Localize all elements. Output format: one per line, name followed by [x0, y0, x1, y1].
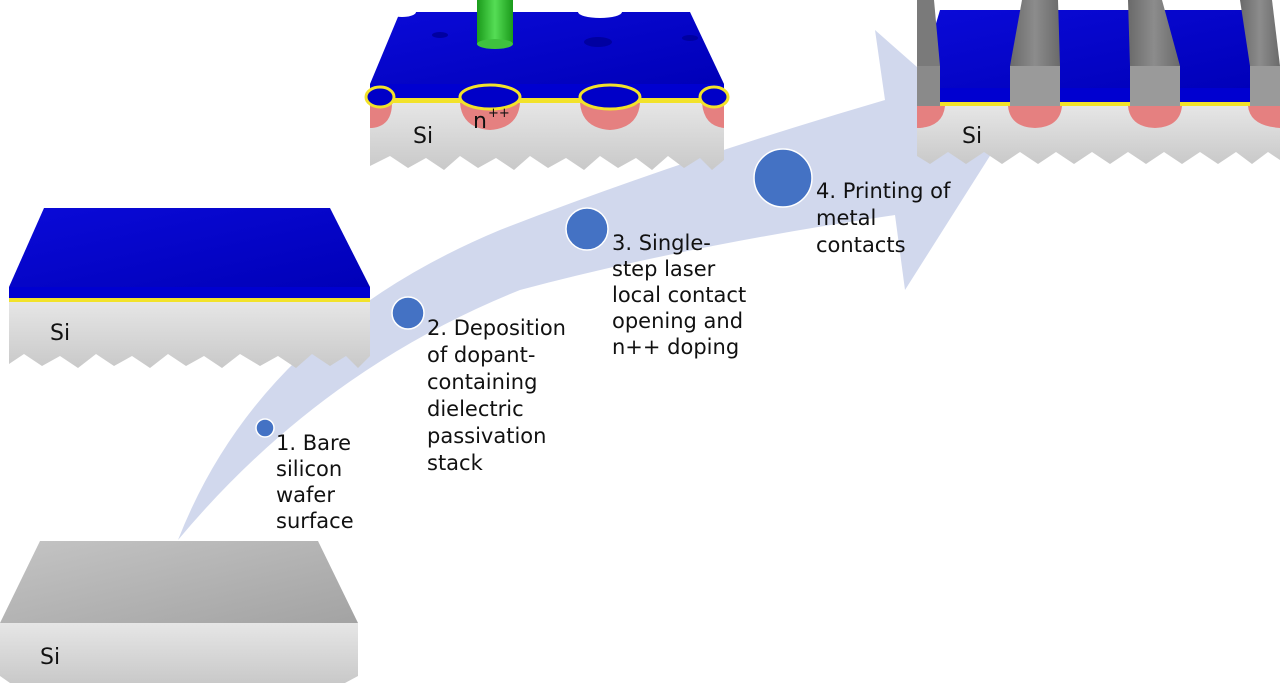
silicon-substrate-side: [917, 106, 1280, 164]
step-3-line: opening and: [612, 309, 743, 333]
opening-mark: [578, 6, 622, 18]
metal-contact: [1010, 0, 1060, 66]
contact-opening: [458, 83, 522, 111]
step-3-marker: [565, 207, 609, 251]
si-label: Si: [962, 124, 982, 149]
metal-contact: [1250, 66, 1280, 106]
metallized-wafer: Si: [917, 0, 1280, 164]
doping-label: n: [473, 109, 487, 134]
step-2-label: 2. Deposition of dopant- containing diel…: [427, 316, 573, 475]
step-4-line: metal: [816, 206, 876, 230]
step-2-marker: [391, 296, 425, 330]
silicon-substrate-side: [370, 103, 724, 170]
step-4-line: 4. Printing of: [816, 179, 951, 203]
dielectric-stack-side: [917, 88, 1280, 102]
step-3-line: local contact: [612, 283, 746, 307]
step-1-line: 1. Bare: [276, 431, 351, 455]
step-3-line: 3. Single-: [612, 231, 711, 255]
dopant-layer: [917, 102, 1280, 106]
doping-superscript: ++: [488, 106, 510, 121]
step-1-label: 1. Bare silicon wafer surface: [276, 431, 358, 533]
metal-contact: [917, 66, 940, 106]
metal-contact: [1240, 0, 1280, 66]
bare-silicon-wafer: Si: [0, 541, 358, 683]
wafer-side: [0, 623, 358, 683]
laser-doped-wafer: Si n ++: [364, 0, 730, 170]
dielectric-stack-side: [370, 84, 724, 98]
metal-contact: [1010, 66, 1060, 106]
si-label: Si: [413, 124, 433, 149]
doped-region: [460, 103, 520, 130]
step-3-line: step laser: [612, 257, 716, 281]
laser-beam: [477, 0, 513, 44]
si-label: Si: [50, 321, 70, 346]
si-label: Si: [40, 645, 60, 670]
step-4-marker: [753, 148, 813, 208]
metal-contact: [1130, 66, 1180, 106]
opening-mark: [432, 32, 448, 38]
opening-mark: [682, 35, 698, 41]
contact-opening: [364, 85, 396, 109]
dielectric-stack-top: [917, 10, 1280, 88]
doped-region: [580, 103, 640, 130]
step-4-line: contacts: [816, 233, 906, 257]
dielectric-stack-side: [9, 287, 370, 298]
doped-region: [917, 106, 945, 128]
silicon-substrate-side: [9, 302, 370, 368]
contact-opening: [698, 85, 730, 109]
step-2-line: stack: [427, 451, 484, 475]
step-2-line: of dopant-: [427, 343, 535, 367]
dielectric-stack-top: [370, 12, 724, 84]
wafer-top-surface: [0, 541, 358, 623]
opening-mark: [388, 7, 416, 17]
passivated-wafer: Si: [9, 208, 370, 368]
doped-region: [1008, 106, 1062, 128]
step-2-line: 2. Deposition: [427, 316, 566, 340]
doped-region: [1248, 106, 1280, 128]
doped-region: [702, 103, 724, 128]
opening-mark: [584, 37, 612, 47]
step-1-line: silicon: [276, 457, 342, 481]
step-2-line: dielectric: [427, 397, 524, 421]
dopant-layer: [9, 298, 370, 302]
laser-beam-tip: [477, 39, 513, 49]
doped-region: [370, 103, 392, 128]
step-3-label: 3. Single- step laser local contact open…: [612, 231, 753, 359]
step-4-label: 4. Printing of metal contacts: [816, 179, 957, 257]
step-1-marker: [255, 418, 275, 438]
doped-region: [1128, 106, 1182, 128]
step-2-line: containing: [427, 370, 537, 394]
step-3-line: n++ doping: [612, 335, 739, 359]
contact-opening: [578, 83, 642, 111]
metal-contact: [1128, 0, 1180, 66]
step-2-line: passivation: [427, 424, 546, 448]
metal-contact: [917, 0, 940, 66]
step-1-line: surface: [276, 509, 354, 533]
step-1-line: wafer: [276, 483, 335, 507]
dopant-layer: [370, 98, 724, 103]
dielectric-stack-top: [9, 208, 370, 287]
